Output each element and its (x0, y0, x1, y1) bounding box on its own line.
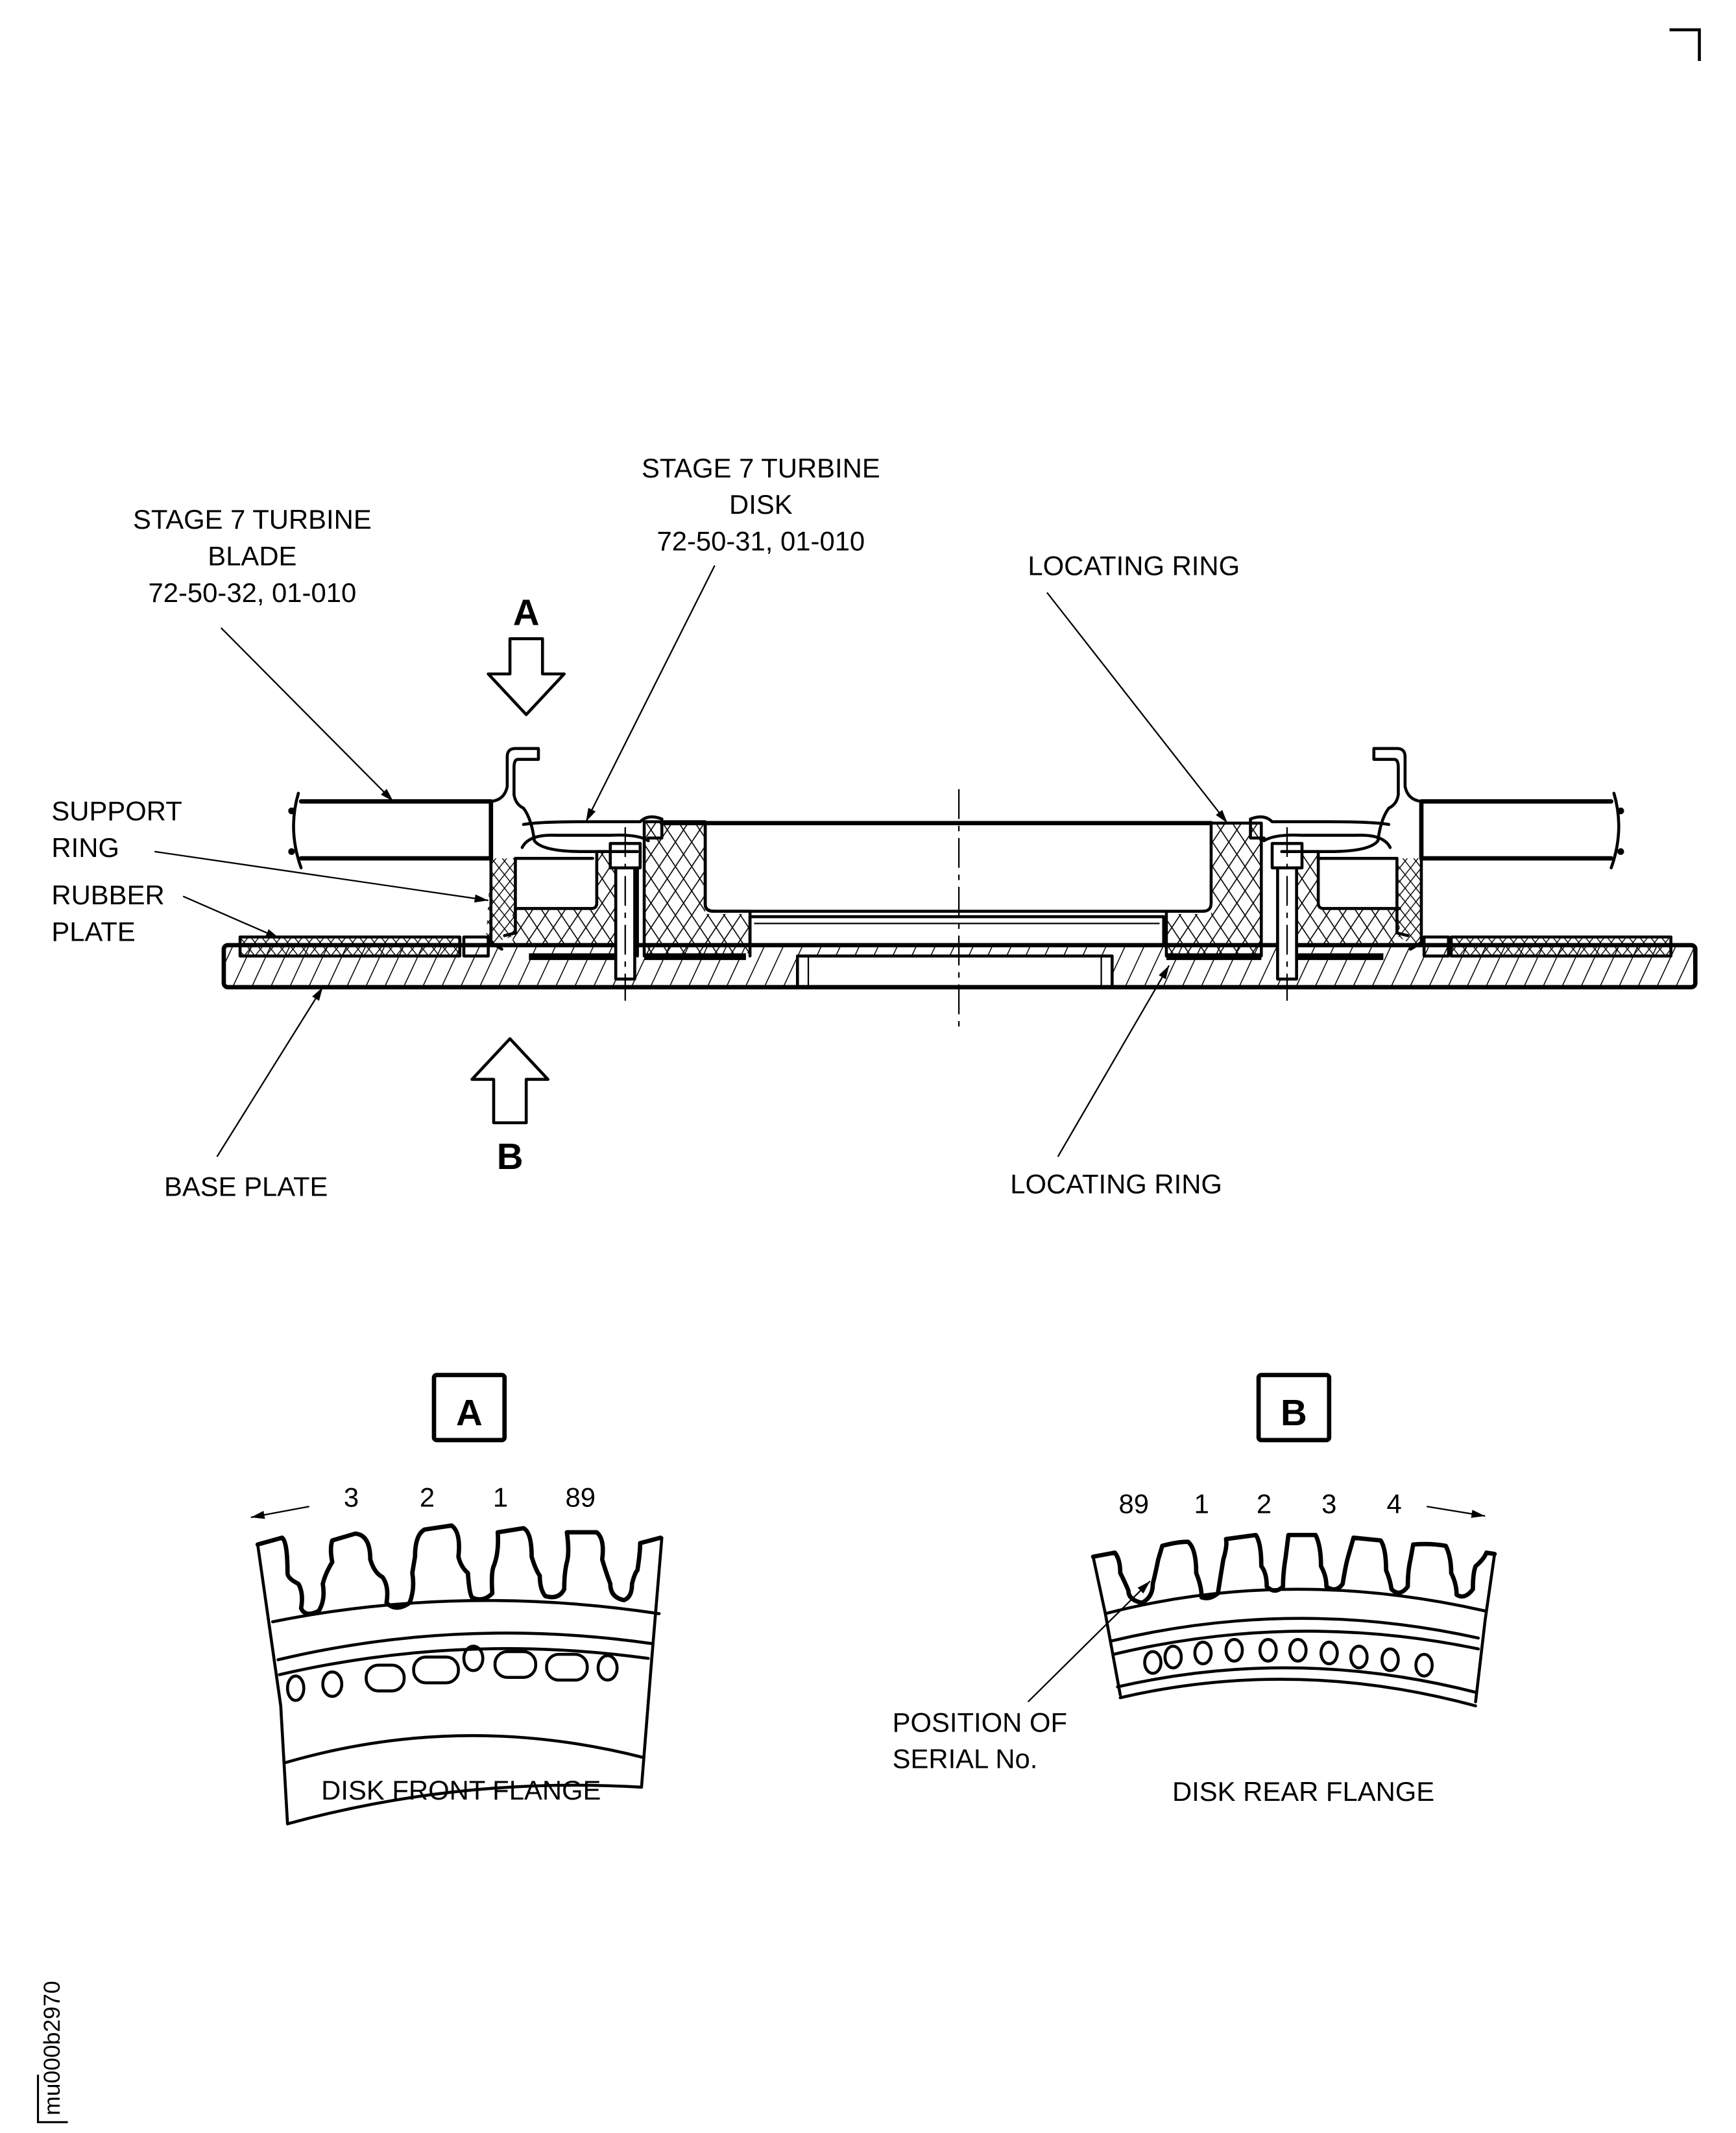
detail-b-key: B (1281, 1392, 1307, 1433)
view-arrow-b-label: B (497, 1136, 524, 1177)
svg-text:PLATE: PLATE (51, 917, 135, 947)
svg-text:STAGE 7 TURBINE: STAGE 7 TURBINE (642, 453, 880, 483)
support-ring-right (1395, 856, 1423, 951)
detail-a-key-box (431, 1373, 507, 1443)
support-ring-left (485, 856, 517, 951)
corner-mark-bottom-left (36, 2075, 68, 2123)
slot-number: 3 (1321, 1489, 1336, 1519)
svg-text:DISK: DISK (729, 489, 793, 520)
detail-a-caption: DISK FRONT FLANGE (321, 1775, 601, 1805)
view-arrow-b: B (470, 1037, 549, 1177)
rear-flange-drawing (1091, 1532, 1497, 1707)
callout-locating-ring-bottom: LOCATING RING (1010, 965, 1222, 1199)
callout-support-ring: SUPPORT RING (51, 796, 488, 903)
svg-text:BLADE: BLADE (208, 541, 296, 572)
detail-b-caption: DISK REAR FLANGE (1172, 1776, 1434, 1807)
svg-text:POSITION OF: POSITION OF (893, 1707, 1067, 1737)
corner-mark-top-right (1669, 28, 1701, 62)
callout-serial-position: POSITION OF SERIAL No. (893, 1580, 1151, 1774)
svg-text:SUPPORT: SUPPORT (51, 796, 182, 826)
detail-view-b: B 89 1 2 3 4 POSIT (893, 1373, 1497, 1807)
turbine-blade-left (288, 747, 664, 870)
slot-number: 89 (566, 1482, 596, 1512)
direction-arrow-right (1427, 1506, 1486, 1518)
callout-rubber-plate: RUBBER PLATE (51, 880, 280, 947)
svg-text:SERIAL No.: SERIAL No. (893, 1744, 1038, 1774)
bolt-left (609, 827, 642, 1001)
slot-number: 89 (1119, 1489, 1150, 1519)
slot-number: 4 (1387, 1489, 1402, 1519)
detail-a-key: A (456, 1392, 483, 1433)
svg-text:LOCATING RING: LOCATING RING (1010, 1168, 1222, 1199)
main-section-view: A B STAGE 7 TURBINE BLADE 72-50-32, 01-0… (51, 453, 1698, 1202)
disk-hub-right (1164, 821, 1401, 960)
svg-text:RUBBER: RUBBER (51, 880, 164, 910)
slot-number: 2 (420, 1482, 435, 1512)
slot-number: 3 (344, 1482, 359, 1512)
figure-id: mu000b2970 (39, 1981, 65, 2115)
slot-number: 1 (493, 1482, 508, 1512)
callout-base-plate: BASE PLATE (164, 987, 328, 1202)
svg-text:STAGE 7 TURBINE: STAGE 7 TURBINE (133, 504, 372, 535)
turbine-blade-right (1249, 747, 1624, 870)
direction-arrow-left (250, 1506, 309, 1519)
front-flange-drawing (255, 1523, 664, 1826)
detail-b-key-box (1256, 1373, 1332, 1443)
svg-text:72-50-31, 01-010: 72-50-31, 01-010 (657, 526, 865, 557)
svg-text:RING: RING (51, 832, 119, 863)
detail-view-a: A 3 2 1 89 DISK FRONT (250, 1373, 664, 1826)
svg-text:LOCATING RING: LOCATING RING (1028, 550, 1240, 581)
callout-disk: STAGE 7 TURBINE DISK 72-50-31, 01-010 (585, 453, 880, 823)
slot-number: 2 (1257, 1489, 1272, 1519)
turbine-disk (659, 789, 1214, 1031)
rubber-plate (238, 935, 1672, 958)
view-arrow-a-label: A (513, 592, 540, 633)
slot-number: 1 (1194, 1489, 1209, 1519)
view-arrow-a: A (487, 592, 566, 716)
svg-text:72-50-32, 01-010: 72-50-32, 01-010 (148, 577, 356, 608)
svg-text:BASE PLATE: BASE PLATE (164, 1172, 328, 1202)
callout-locating-ring-top: LOCATING RING (1028, 550, 1240, 824)
bolt-right (1270, 827, 1304, 1001)
callout-blade: STAGE 7 TURBINE BLADE 72-50-32, 01-010 (133, 504, 394, 802)
